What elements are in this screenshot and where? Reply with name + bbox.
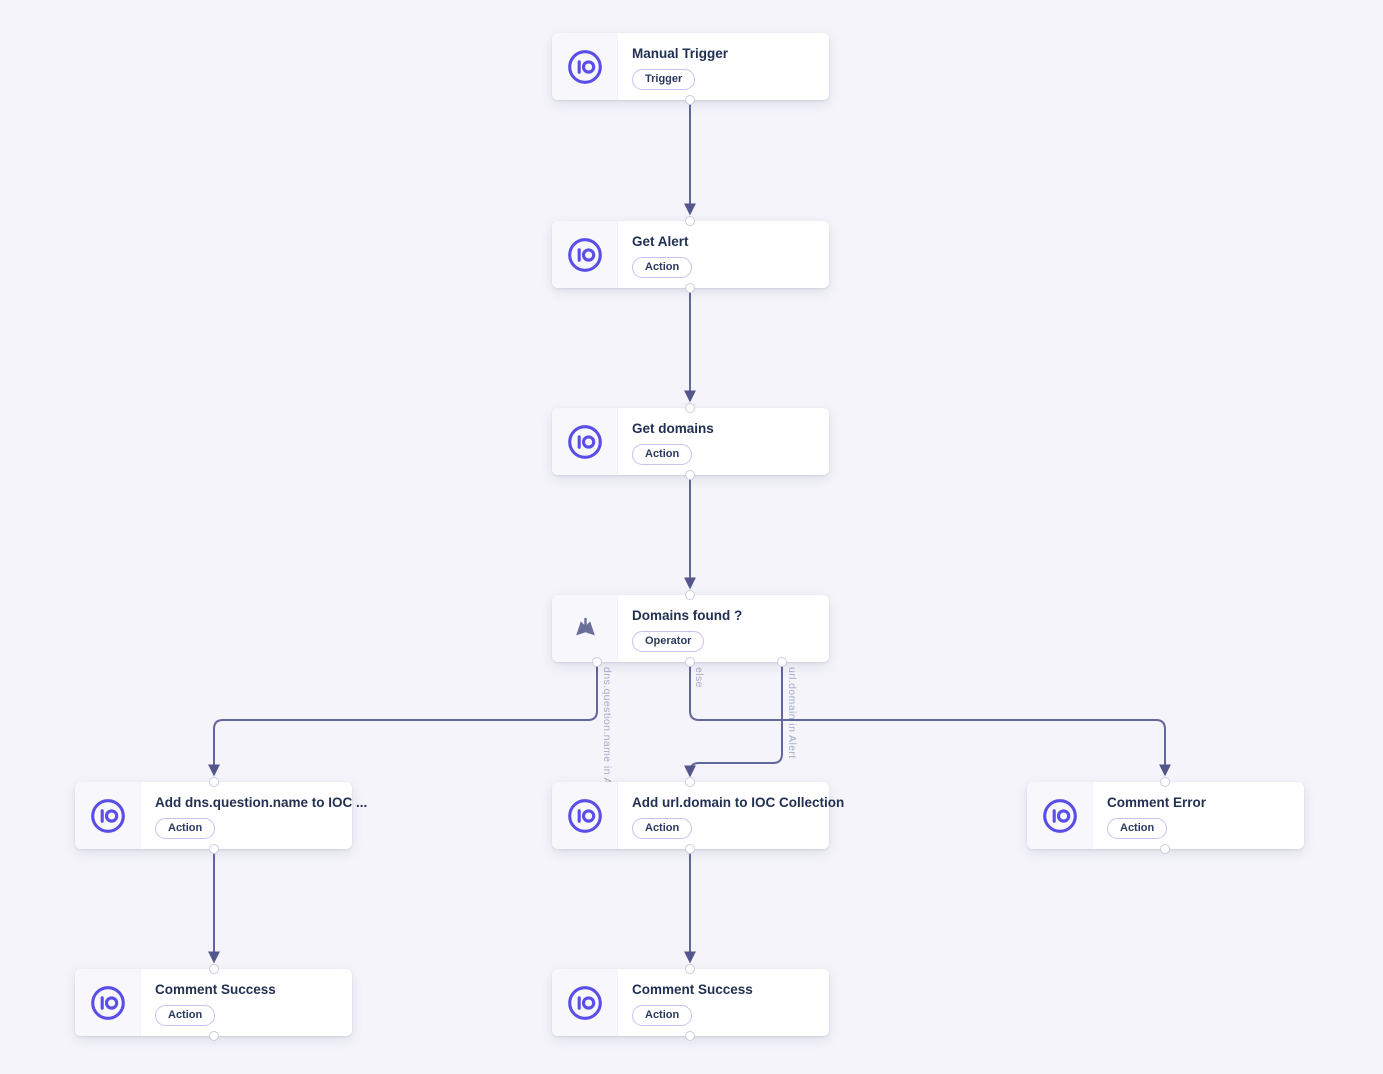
node-type-badge: Action — [632, 256, 693, 278]
sekoia-io-icon — [552, 408, 618, 475]
node-type-badge: Action — [632, 817, 693, 839]
connector-port[interactable] — [1160, 777, 1170, 787]
connector-port[interactable] — [592, 657, 602, 667]
connector-port[interactable] — [685, 95, 695, 105]
node-type-badge: Action — [155, 1004, 216, 1026]
node-type-badge: Operator — [632, 630, 705, 652]
node-type-badge: Action — [632, 1004, 693, 1026]
connector-port[interactable] — [777, 657, 787, 667]
node-type-badge: Trigger — [632, 68, 696, 90]
edge-domains-found-to-add-url[interactable] — [684, 662, 783, 778]
sekoia-io-icon — [75, 782, 141, 849]
edge-label: url.domain in Alert — [786, 667, 798, 759]
edge-domains-found-else-to-comment-error[interactable] — [689, 662, 1171, 777]
branch-split-icon — [552, 595, 618, 662]
node-title: Add dns.question.name to IOC ... — [155, 795, 368, 810]
node-type-badge: Action — [155, 817, 216, 839]
node-manual-trigger[interactable]: Manual Trigger Trigger — [552, 33, 829, 100]
edge-domains-found-to-add-dns[interactable] — [208, 662, 598, 777]
node-title: Domains found ? — [632, 608, 743, 623]
sekoia-io-icon — [552, 969, 618, 1036]
connector-port[interactable] — [685, 590, 695, 600]
connector-port[interactable] — [685, 216, 695, 226]
node-title: Get domains — [632, 421, 714, 436]
sekoia-io-icon — [552, 221, 618, 288]
node-title: Add url.domain to IOC Collection — [632, 795, 845, 810]
sekoia-io-icon — [1027, 782, 1093, 849]
edge-label: dns.question.name in Alert — [601, 667, 613, 802]
connector-port[interactable] — [685, 964, 695, 974]
node-title: Comment Error — [1107, 795, 1207, 810]
node-title: Comment Success — [632, 982, 753, 997]
node-comment-success-middle[interactable]: Comment Success Action — [552, 969, 829, 1036]
connector-port[interactable] — [209, 964, 219, 974]
connector-port[interactable] — [209, 777, 219, 787]
connector-port[interactable] — [685, 777, 695, 787]
node-title: Manual Trigger — [632, 46, 729, 61]
sekoia-io-icon — [75, 969, 141, 1036]
connector-port[interactable] — [685, 403, 695, 413]
edge-label: else — [693, 667, 705, 688]
connector-port[interactable] — [685, 283, 695, 293]
node-comment-error[interactable]: Comment Error Action — [1027, 782, 1304, 849]
connector-port[interactable] — [685, 657, 695, 667]
node-title: Get Alert — [632, 234, 689, 249]
node-comment-success-left[interactable]: Comment Success Action — [75, 969, 352, 1036]
node-type-badge: Action — [632, 443, 693, 465]
connector-port[interactable] — [1160, 844, 1170, 854]
sekoia-io-icon — [552, 33, 618, 100]
connector-port[interactable] — [209, 1031, 219, 1041]
node-add-dns-question-name-to-ioc[interactable]: Add dns.question.name to IOC ... Action — [75, 782, 367, 849]
connector-port[interactable] — [685, 844, 695, 854]
connector-port[interactable] — [685, 1031, 695, 1041]
connector-port[interactable] — [685, 470, 695, 480]
node-get-domains[interactable]: Get domains Action — [552, 408, 829, 475]
sekoia-io-icon — [552, 782, 618, 849]
node-type-badge: Action — [1107, 817, 1168, 839]
connector-port[interactable] — [209, 844, 219, 854]
node-get-alert[interactable]: Get Alert Action — [552, 221, 829, 288]
node-domains-found[interactable]: Domains found ? Operator — [552, 595, 829, 662]
node-add-url-domain-to-ioc[interactable]: Add url.domain to IOC Collection Action — [552, 782, 844, 849]
node-title: Comment Success — [155, 982, 276, 997]
